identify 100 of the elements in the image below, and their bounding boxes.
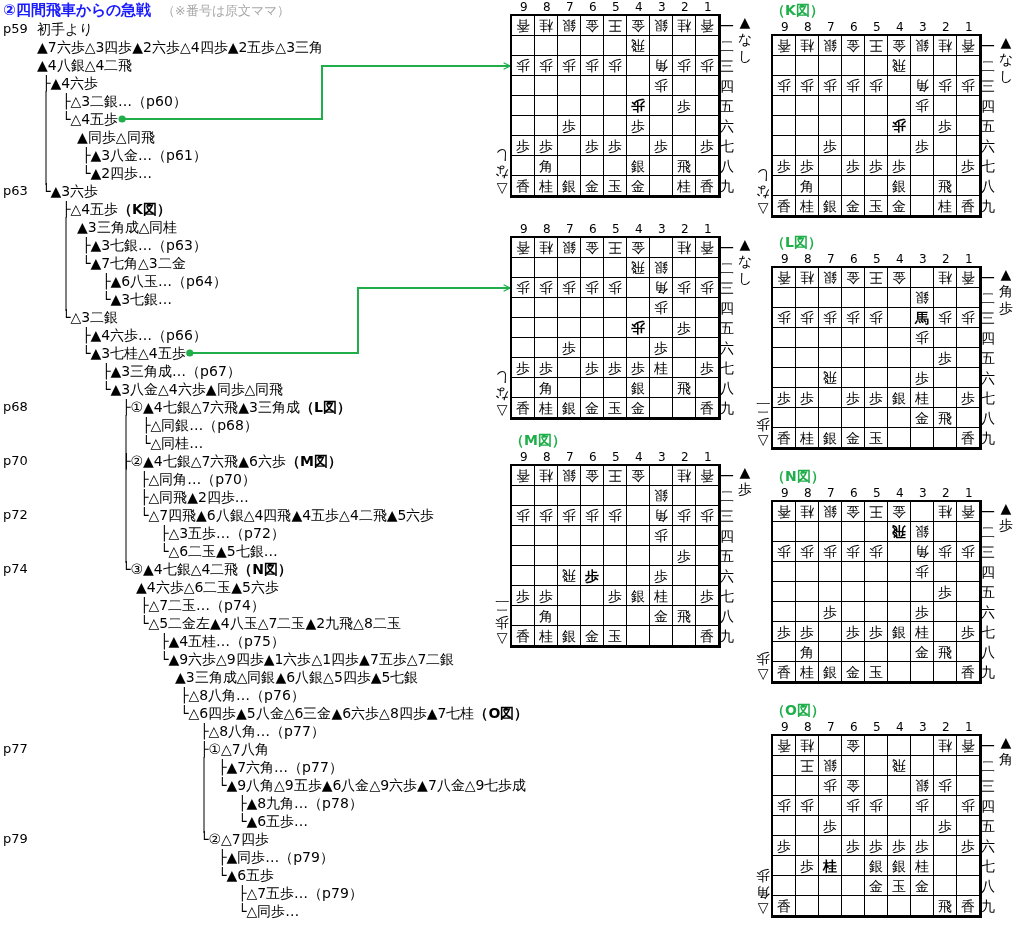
row-number: 二	[720, 260, 734, 276]
shogi-piece: 玉	[869, 664, 883, 680]
move-text: ├△7二玉…（p74）	[140, 596, 265, 614]
shogi-piece: 歩	[892, 118, 906, 134]
column-number: 8	[543, 0, 551, 14]
column-number: 2	[942, 20, 950, 34]
row-number: 七	[720, 360, 734, 376]
row-number: 四	[981, 330, 995, 346]
shogi-piece: 香	[777, 198, 791, 214]
column-number: 2	[681, 0, 689, 14]
shogi-piece: 歩	[539, 280, 553, 296]
shogi-piece: 歩	[677, 320, 691, 336]
shogi-piece: 金	[846, 778, 860, 794]
shogi-piece: 歩	[846, 158, 860, 174]
shogi-piece: 歩	[846, 544, 860, 560]
shogi-piece: 歩	[562, 280, 576, 296]
shogi-piece: 歩	[608, 58, 622, 74]
shogi-piece: 歩	[539, 588, 553, 604]
shogi-piece: 歩	[516, 280, 530, 296]
column-number: 1	[965, 252, 973, 266]
row-number: 一	[981, 270, 995, 286]
shogi-piece: 歩	[631, 320, 645, 336]
shogi-piece: 歩	[608, 138, 622, 154]
shogi-piece: 歩	[800, 624, 814, 640]
page-reference: p68	[3, 398, 28, 416]
column-number: 6	[589, 450, 597, 464]
shogi-piece: 歩	[846, 78, 860, 94]
shogi-piece: 飛	[938, 898, 952, 914]
shogi-piece: 銀	[915, 524, 929, 540]
shogi-piece: 飛	[631, 260, 645, 276]
shogi-piece: 金	[585, 18, 599, 34]
column-number: 2	[681, 450, 689, 464]
shogi-piece: 桂	[938, 270, 952, 286]
shogi-piece: 桂	[938, 504, 952, 520]
column-number: 3	[658, 222, 666, 236]
column-number: 3	[919, 252, 927, 266]
move-text: ├▲6八玉…（p64）	[102, 272, 227, 290]
row-number: 二	[720, 488, 734, 504]
shogi-piece: 香	[700, 18, 714, 34]
shogi-piece: 歩	[608, 588, 622, 604]
shogi-piece: 歩	[961, 310, 975, 326]
shogi-piece: 香	[700, 178, 714, 194]
shogi-piece: 玉	[608, 178, 622, 194]
row-number: 三	[981, 78, 995, 94]
row-number: 一	[981, 38, 995, 54]
move-text: └△5二金左▲4八玉△7二玉▲2九飛△8二玉	[140, 614, 401, 632]
shogi-piece: 桂	[539, 178, 553, 194]
shogi-piece: 歩	[823, 778, 837, 794]
shogi-piece: 歩	[654, 300, 668, 316]
row-number: 二	[981, 290, 995, 306]
column-number: 9	[520, 0, 528, 14]
shogi-piece: 銀	[562, 240, 576, 256]
shogi-piece: 歩	[915, 98, 929, 114]
shogi-piece: 歩	[869, 838, 883, 854]
shogi-piece: 歩	[800, 544, 814, 560]
shogi-piece: 歩	[700, 280, 714, 296]
move-text: └△7四飛▲6八銀△4四飛▲4五歩△4二飛▲5六歩	[140, 506, 435, 524]
row-number: 七	[981, 158, 995, 174]
shogi-piece: 角	[654, 508, 668, 524]
move-text: ├▲4六歩	[42, 74, 99, 92]
shogi-piece: 香	[777, 270, 791, 286]
shogi-piece: 飛	[892, 58, 906, 74]
shogi-piece: 金	[915, 410, 929, 426]
shogi-piece: 銀	[915, 38, 929, 54]
shogi-piece: 歩	[846, 798, 860, 814]
shogi-piece: 桂	[654, 360, 668, 376]
shogi-piece: 歩	[938, 78, 952, 94]
column-number: 9	[781, 486, 789, 500]
move-text: ├△同角…（p70）	[140, 470, 256, 488]
move-text: ├△8八角…（p76）	[180, 686, 305, 704]
shogi-piece: 香	[516, 628, 530, 644]
move-text: ├△同銀…（p68）	[142, 416, 258, 434]
row-number: 二	[981, 58, 995, 74]
move-text: └▲3六歩	[42, 182, 99, 200]
diagram-heading: （O図）	[771, 701, 825, 720]
shogi-piece: 金	[892, 38, 906, 54]
shogi-piece: 銀	[869, 858, 883, 874]
shogi-piece: 桂	[539, 18, 553, 34]
shogi-piece: 金	[585, 240, 599, 256]
shogi-piece: 桂	[938, 738, 952, 754]
column-number: 3	[658, 450, 666, 464]
column-number: 8	[804, 486, 812, 500]
shogi-piece: 香	[516, 18, 530, 34]
move-text: └▲3八金△4六歩▲同歩△同飛	[102, 380, 284, 398]
row-number: 六	[720, 118, 734, 134]
row-number: 三	[981, 778, 995, 794]
shogi-piece: 金	[892, 504, 906, 520]
shogi-piece: 香	[777, 430, 791, 446]
shogi-piece: 金	[846, 270, 860, 286]
shogi-piece: 香	[777, 504, 791, 520]
shogi-piece: 桂	[677, 240, 691, 256]
shogi-piece: 歩	[608, 508, 622, 524]
shogi-piece: 金	[846, 664, 860, 680]
shogi-piece: 歩	[846, 390, 860, 406]
move-text: ├①△7八角	[200, 740, 269, 758]
move-text: └△同歩…	[238, 902, 300, 920]
shogi-piece: 桂	[915, 858, 929, 874]
shogi-piece: 歩	[539, 360, 553, 376]
shogi-piece: 歩	[892, 158, 906, 174]
shogi-piece: 王	[608, 468, 622, 484]
